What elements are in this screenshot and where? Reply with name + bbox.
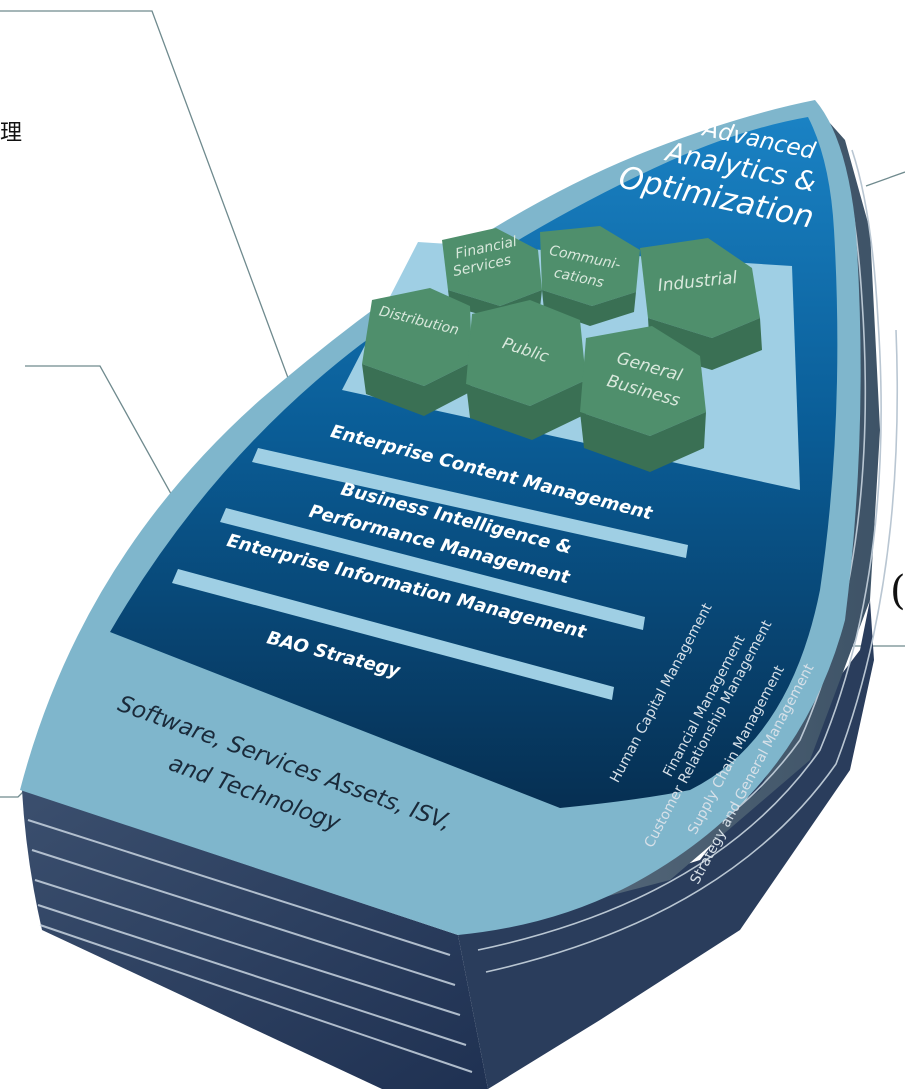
callout-line-top [0, 10, 295, 395]
hex-distribution: Distribution [362, 288, 472, 416]
layer-separators [172, 448, 688, 700]
hex-general-business: General Business [580, 326, 706, 472]
hull [22, 600, 874, 1089]
annotation-fragment-top-left: 理 [0, 121, 22, 146]
hex-communications: Communi- cations [540, 226, 640, 326]
industry-hexagons: Financial Services Communi- cations Indu… [362, 226, 762, 472]
hex-public: Public [466, 300, 586, 440]
annotation-fragment-right: ( [890, 568, 905, 614]
callout-line-right-top [865, 171, 905, 187]
callout-line-mid [25, 365, 181, 511]
